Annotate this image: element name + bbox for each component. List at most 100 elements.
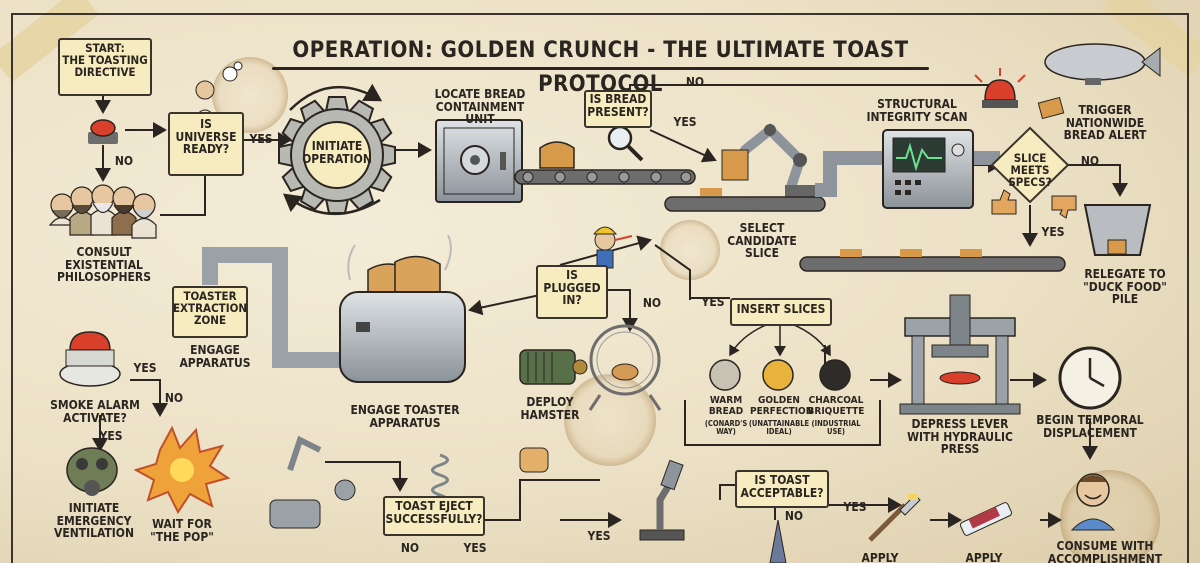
gas-mask-icon <box>66 447 118 496</box>
gear-icon <box>278 96 396 214</box>
edge-yes-smoke: YES <box>133 361 157 375</box>
bread-loaf-icon <box>539 141 575 169</box>
edge-yes-smoke-down: YES <box>99 429 123 443</box>
flying-toast-icon <box>519 447 549 473</box>
plugged-label: IS PLUGGED IN? <box>543 268 601 308</box>
extraction-pipe-icon <box>202 247 340 368</box>
edge-yes-plugged: YES <box>701 295 725 309</box>
edge-no-start: NO <box>114 154 134 168</box>
siren-icon <box>974 68 1026 108</box>
golden-sub-label: (UNATTAINABLE IDEAL) <box>748 419 810 436</box>
gadget-icon <box>269 435 356 529</box>
extraction-box <box>172 286 248 338</box>
bread-present-box <box>584 90 652 128</box>
edge-no-acceptable: NO <box>784 509 804 523</box>
plugged-box <box>536 265 608 319</box>
consult-label: CONSULT EXISTENTIAL PHILOSOPHERS <box>57 245 151 285</box>
edge-yes-eject: YES <box>463 541 487 555</box>
initiate-label: INITIATE OPERATION <box>302 139 372 166</box>
start-box <box>58 38 152 96</box>
eject-box <box>383 496 485 536</box>
acceptable-label: IS TOAST ACCEPTABLE? <box>740 473 824 500</box>
hamster-wheel-icon <box>588 324 662 411</box>
edge-yes-eject-right: YES <box>587 529 611 543</box>
edge-no-eject: NO <box>400 541 420 555</box>
microscope-icon <box>639 459 685 541</box>
red-button-icon <box>88 119 118 144</box>
explosion-icon <box>133 425 231 514</box>
universe-ready-box <box>168 112 244 176</box>
insert-slices-label: INSERT SLICES <box>736 302 826 316</box>
thumbs-down-icon <box>1051 195 1077 219</box>
charcoal-label: CHARCOAL BRIQUETTE <box>807 395 865 417</box>
edge-yes-universe: YES <box>249 132 273 146</box>
smoke-label: SMOKE ALARM ACTIVATE? <box>50 398 140 425</box>
edge-yes-acceptable: YES <box>843 500 867 514</box>
page-title: OPERATION: GOLDEN CRUNCH - THE ULTIMATE … <box>258 34 943 97</box>
flow-connectors <box>92 84 1128 528</box>
edge-no-plugged: NO <box>642 296 662 310</box>
edge-no-smoke: NO <box>164 391 184 405</box>
philosophers-icon <box>48 184 157 239</box>
select-slice-label: SELECT CANDIDATE SLICE <box>727 221 797 261</box>
charcoal-sub-label: (INDUSTRIAL USE) <box>811 419 861 436</box>
tape-strips <box>0 0 1200 83</box>
start-label: START: THE TOASTING DIRECTIVE <box>62 41 148 80</box>
trigger-alert-label: TRIGGER NATIONWIDE BREAD ALERT <box>1063 103 1147 143</box>
blimp-icon <box>1044 43 1161 85</box>
insert-slices-box <box>730 298 832 326</box>
golden-label: GOLDEN PERFECTION <box>750 395 814 417</box>
cycle-arrow-top <box>289 83 383 111</box>
scanner-machine-icon <box>882 129 974 209</box>
bread-present-label: IS BREAD PRESENT? <box>587 92 649 119</box>
edge-no-bread: NO <box>685 75 705 89</box>
engage-toaster-label: ENGAGE TOASTER APPARATUS <box>350 403 460 430</box>
eject-label: TOAST EJECT SUCCESSFULLY? <box>385 499 483 526</box>
smoke-alarm-icon <box>59 331 121 387</box>
box-bread-icon <box>1037 96 1065 120</box>
consume-label: CONSUME WITH ACCOMPLISHMENT <box>1047 539 1163 563</box>
rocket-icon <box>769 519 787 563</box>
happy-man-icon <box>1070 473 1116 531</box>
apply1-label: APPLY <box>861 551 899 563</box>
spring-icon <box>431 453 449 507</box>
page-border <box>11 13 1189 563</box>
safe-icon <box>435 119 523 203</box>
emergency-label: INITIATE EMERGENCY VENTILATION <box>53 501 135 541</box>
hydraulic-press-icon <box>899 294 1021 415</box>
universe-ready-label: IS UNIVERSE READY? <box>175 117 237 157</box>
thumbs-up-icon <box>991 189 1017 215</box>
warm-label: WARM BREAD <box>708 395 744 417</box>
edge-no-specs: NO <box>1080 154 1100 168</box>
locate-label: LOCATE BREAD CONTAINMENT UNIT <box>434 87 526 127</box>
pipe-icon <box>815 151 1000 197</box>
edge-yes-bread: YES <box>673 115 697 129</box>
temporal-label: BEGIN TEMPORAL DISPLACEMENT <box>1036 413 1144 440</box>
syringe-icon <box>959 502 1013 536</box>
apply2-label: APPLY <box>965 551 1003 563</box>
duck-food-bin-icon <box>1083 204 1152 256</box>
warm-sub-label: (CONARD'S WAY) <box>704 419 748 436</box>
magnifier-icon <box>607 125 644 162</box>
wait-pop-label: WAIT FOR "THE POP" <box>150 517 214 544</box>
structural-label: STRUCTURAL INTEGRITY SCAN <box>866 97 968 124</box>
decision-shapes <box>990 126 1070 204</box>
slice-conveyor-icon <box>799 249 1066 272</box>
robot-arm-icon <box>721 123 815 197</box>
dial-icon <box>709 359 851 391</box>
acceptable-box <box>735 470 829 508</box>
conveyor-belt-icon <box>514 169 696 185</box>
toaster-icon <box>339 234 466 383</box>
extraction-label: TOASTER EXTRACTION ZONE <box>172 289 248 328</box>
deploy-hamster-label: DEPLOY HAMSTER <box>520 395 580 422</box>
clock-icon <box>1058 346 1122 410</box>
select-conveyor-icon <box>664 188 826 212</box>
generator-icon <box>519 349 588 385</box>
slice-specs-label: SLICE MEETS SPECS? <box>1008 151 1052 190</box>
butter-knife-icon <box>868 494 921 542</box>
relegate-label: RELEGATE TO "DUCK FOOD" PILE <box>1083 267 1167 307</box>
engage-apparatus-label: ENGAGE APPARATUS <box>179 343 251 370</box>
depress-label: DEPRESS LEVER WITH HYDRAULIC PRESS <box>907 417 1013 457</box>
